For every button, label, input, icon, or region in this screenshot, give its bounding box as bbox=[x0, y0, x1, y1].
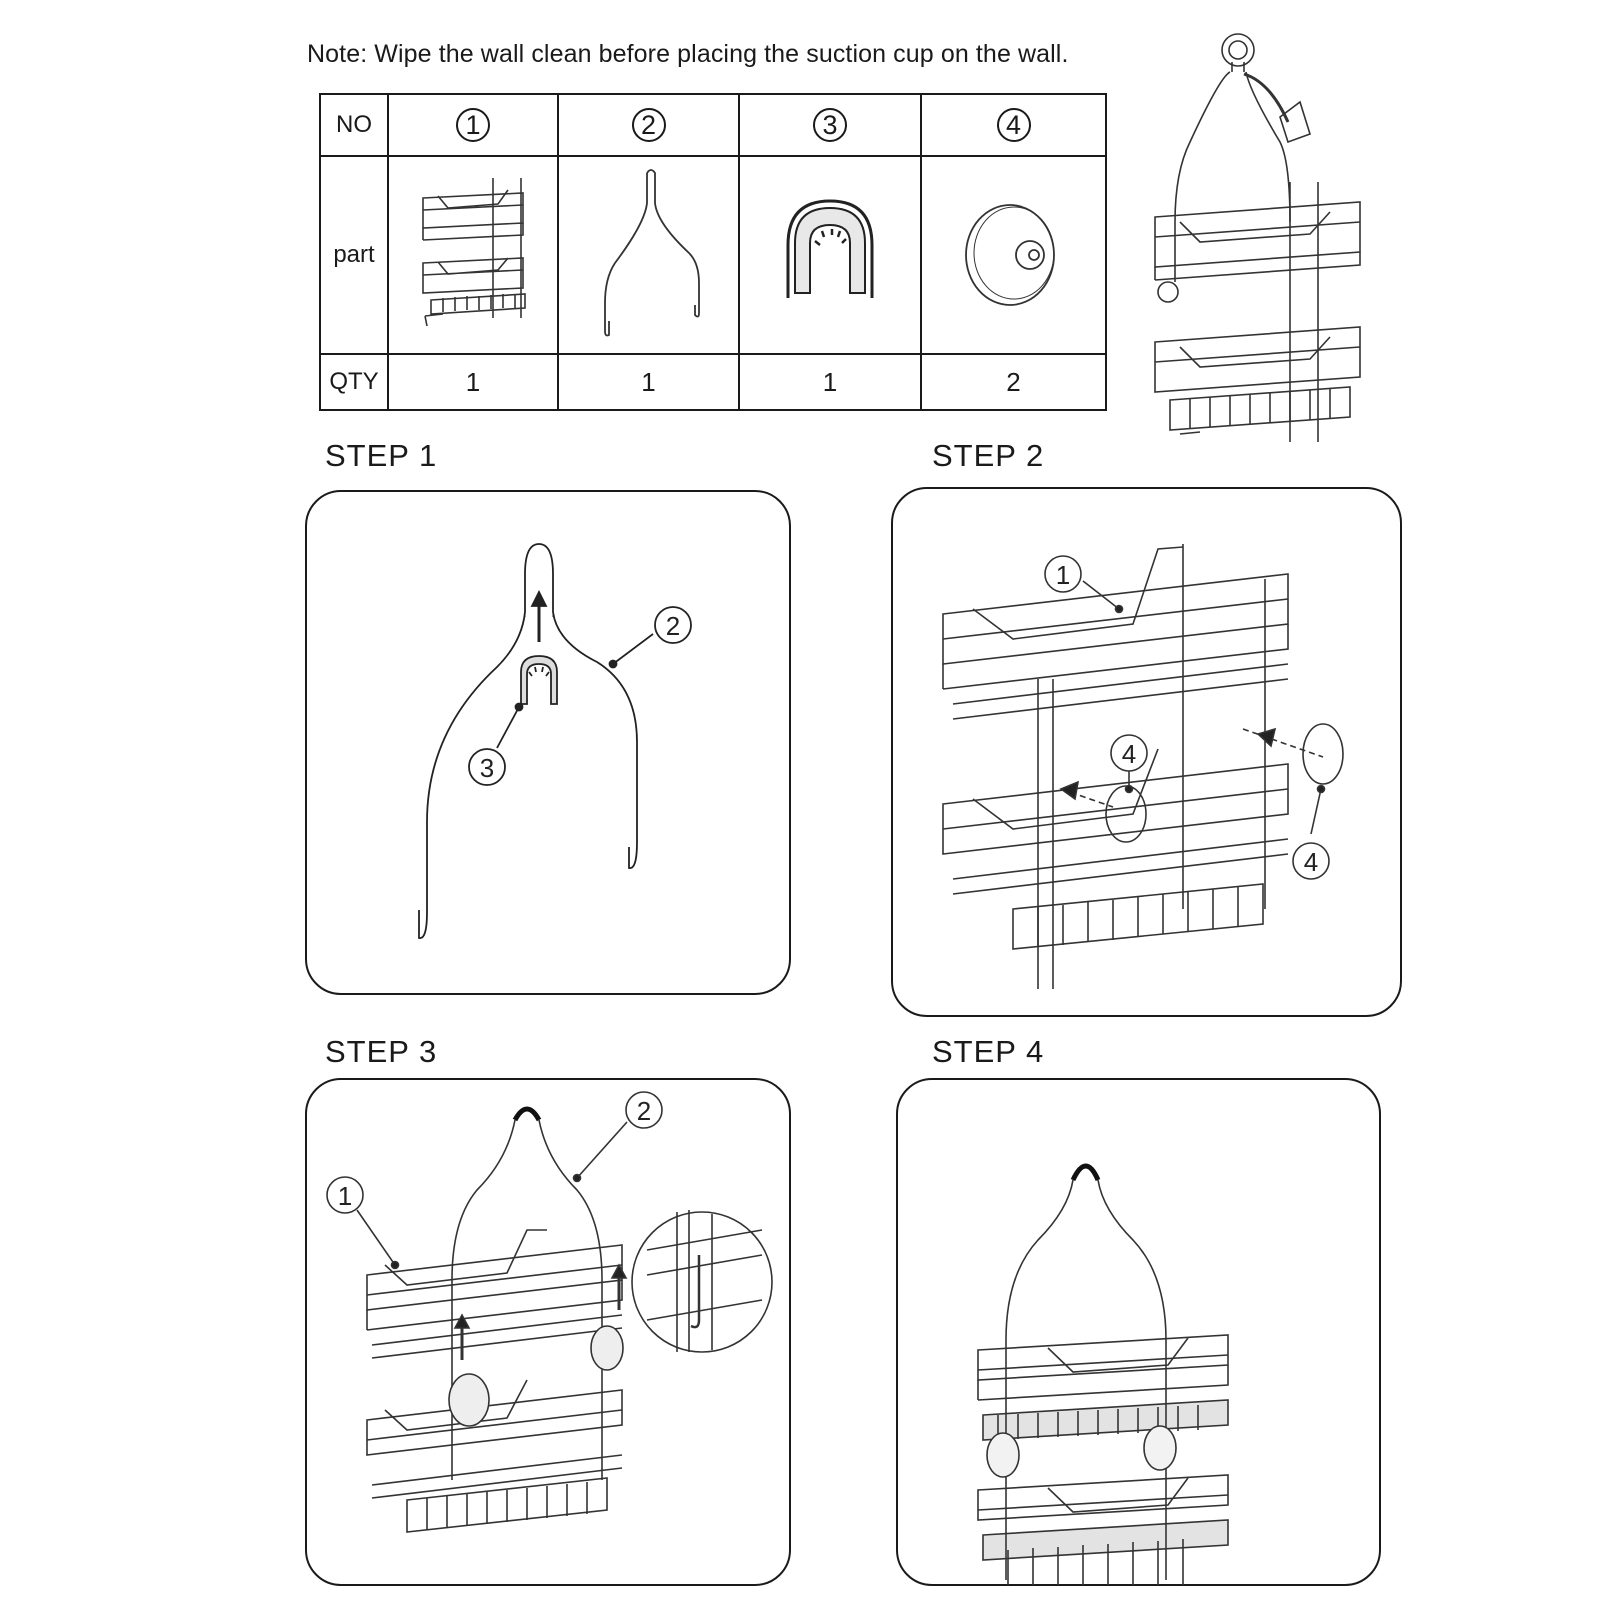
callout-number: 1 bbox=[1056, 560, 1070, 590]
callout-number: 3 bbox=[480, 753, 494, 783]
callout-number: 4 bbox=[1122, 739, 1136, 769]
step-2-illustration: 1 4 4 bbox=[942, 544, 1344, 989]
part-number-badge: 4 bbox=[996, 108, 1031, 142]
caddy-basket-icon bbox=[422, 177, 526, 326]
suction-cup-icon bbox=[964, 203, 1055, 306]
step-1-title: STEP 1 bbox=[325, 438, 438, 473]
part-number-cell: 3 bbox=[738, 93, 922, 157]
part-number-cell: 1 bbox=[387, 93, 559, 157]
rubber-grip-icon bbox=[786, 198, 874, 298]
part-image-cell bbox=[920, 155, 1107, 355]
qty-cell: 1 bbox=[557, 353, 740, 411]
parts-table: NO 1 2 3 4 part bbox=[319, 93, 1107, 411]
step-4-title: STEP 4 bbox=[932, 1034, 1045, 1069]
step-4-illustration bbox=[977, 1163, 1229, 1585]
hanger-arm-icon bbox=[603, 168, 700, 336]
callout-number: 2 bbox=[637, 1096, 651, 1126]
part-number-badge: 1 bbox=[456, 108, 490, 142]
step-4-panel bbox=[896, 1078, 1381, 1586]
callout-number: 4 bbox=[1304, 847, 1318, 877]
step-1-panel: 2 3 bbox=[305, 490, 791, 995]
part-image-cell bbox=[738, 155, 922, 355]
qty-cell: 1 bbox=[387, 353, 559, 411]
row-label-part: part bbox=[319, 155, 389, 355]
row-label-no: NO bbox=[319, 93, 389, 157]
step-3-illustration: 2 1 bbox=[326, 1091, 773, 1533]
callout-number: 1 bbox=[338, 1181, 352, 1211]
table-row-qty: QTY 1 1 1 2 bbox=[319, 353, 1107, 411]
part-number-badge: 2 bbox=[631, 108, 666, 142]
part-number-cell: 2 bbox=[557, 93, 740, 157]
table-row-part: part bbox=[319, 155, 1107, 355]
step-2-panel: 1 4 4 bbox=[891, 487, 1402, 1017]
callout-number: 2 bbox=[666, 611, 680, 641]
part-number-cell: 4 bbox=[920, 93, 1107, 157]
qty-cell: 2 bbox=[920, 353, 1107, 411]
table-row-no: NO 1 2 3 4 bbox=[319, 93, 1107, 157]
assembled-caddy-illustration bbox=[1154, 33, 1361, 442]
step-3-panel: 2 1 bbox=[305, 1078, 791, 1586]
part-image-cell bbox=[557, 155, 740, 355]
step-2-title: STEP 2 bbox=[932, 438, 1045, 473]
step-1-illustration: 2 3 bbox=[418, 543, 692, 939]
step-3-title: STEP 3 bbox=[325, 1034, 438, 1069]
part-image-cell bbox=[387, 155, 559, 355]
qty-cell: 1 bbox=[738, 353, 922, 411]
assembly-note: Note: Wipe the wall clean before placing… bbox=[307, 40, 1069, 68]
part-number-badge: 3 bbox=[813, 108, 847, 142]
row-label-qty: QTY bbox=[319, 353, 389, 411]
